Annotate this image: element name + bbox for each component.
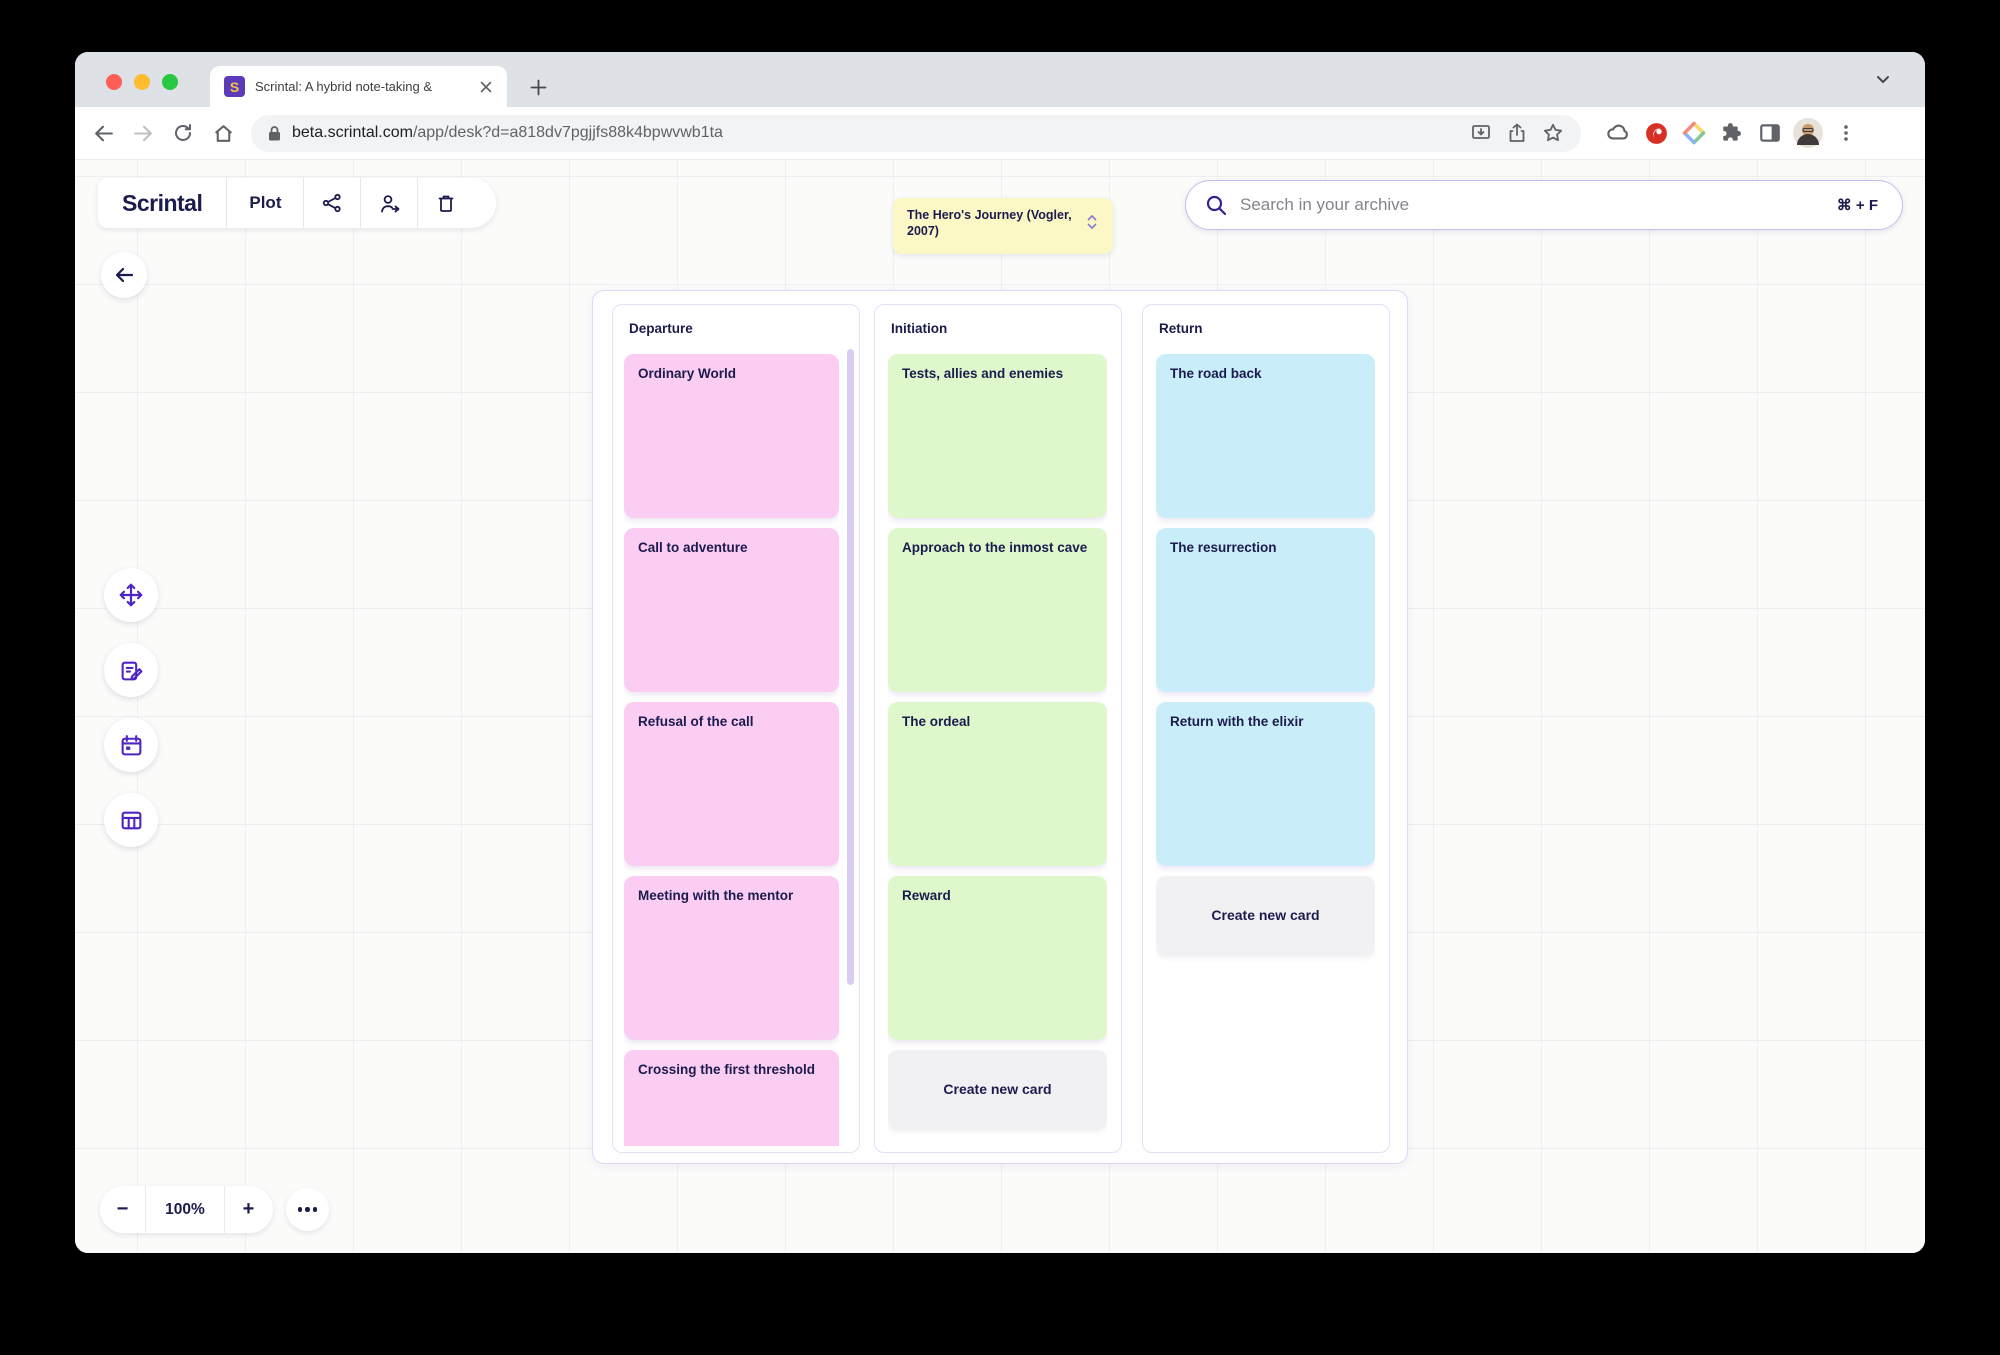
tab-search-chevron-icon[interactable] (1869, 65, 1897, 93)
scrintal-logo: Scrintal (122, 189, 203, 216)
card[interactable]: The resurrection (1156, 528, 1375, 692)
divider (417, 178, 419, 228)
create-new-card-button[interactable]: Create new card (1156, 876, 1375, 954)
divider (360, 178, 362, 228)
url-domain: beta.scrintal.com (292, 124, 413, 141)
canvas-back-button[interactable] (101, 252, 147, 298)
browser-menu-icon[interactable] (1827, 114, 1865, 152)
card[interactable]: Call to adventure (624, 528, 839, 692)
table-view-tool-button[interactable] (104, 793, 158, 847)
note-title: The Hero's Journey (Vogler, 2007) (907, 208, 1072, 239)
more-options-button[interactable] (286, 1188, 329, 1231)
traffic-light-close[interactable] (106, 74, 122, 90)
diamond-extension-icon[interactable] (1675, 114, 1713, 152)
create-new-card-button[interactable]: Create new card (888, 1050, 1107, 1128)
search-shortcut-hint: ⌘ + F (1836, 197, 1878, 214)
column-title: Return (1159, 321, 1203, 336)
card[interactable]: Ordinary World (624, 354, 839, 518)
dot (297, 1207, 303, 1212)
card[interactable]: Return with the elixir (1156, 702, 1375, 866)
tab-title: Scrintal: A hybrid note-taking & (255, 79, 433, 94)
trash-icon[interactable] (418, 178, 474, 228)
scrintal-favicon: S (224, 76, 245, 97)
browser-tab[interactable]: S Scrintal: A hybrid note-taking & (210, 66, 507, 107)
browser-toolbar: beta.scrintal.com/app/desk?d=a818dv7pgjj… (75, 107, 1925, 160)
forward-icon[interactable] (123, 113, 163, 153)
back-icon[interactable] (83, 113, 123, 153)
dot (305, 1207, 310, 1212)
invite-user-icon[interactable] (361, 178, 417, 228)
tab-strip: S Scrintal: A hybrid note-taking & (75, 52, 1925, 107)
search-input[interactable] (1240, 195, 1837, 215)
zoom-in-button[interactable]: + (242, 1198, 255, 1220)
column-title: Initiation (891, 321, 948, 336)
column-title: Departure (629, 321, 693, 336)
search-icon (1204, 193, 1228, 217)
new-note-tool-button[interactable] (104, 643, 158, 697)
card[interactable]: The road back (1156, 354, 1375, 518)
card[interactable]: Approach to the inmost cave (888, 528, 1107, 692)
archive-search-bar[interactable]: ⌘ + F (1185, 180, 1903, 230)
card[interactable]: Refusal of the call (624, 702, 839, 866)
browser-window: S Scrintal: A hybrid note-taking & (75, 52, 1925, 1253)
traffic-light-minimize[interactable] (134, 74, 150, 90)
tab-close-icon[interactable] (475, 76, 497, 98)
divider (303, 178, 305, 228)
column-scrollbar[interactable] (847, 349, 854, 985)
install-app-icon[interactable] (1463, 116, 1499, 150)
new-tab-button[interactable] (523, 72, 553, 102)
side-panel-icon[interactable] (1751, 114, 1789, 152)
url-bar[interactable]: beta.scrintal.com/app/desk?d=a818dv7pgjj… (251, 114, 1581, 152)
cloud-extension-icon[interactable] (1599, 114, 1637, 152)
expand-collapse-icon[interactable] (1085, 213, 1105, 231)
card[interactable]: The ordeal (888, 702, 1107, 866)
card[interactable]: Tests, allies and enemies (888, 354, 1107, 518)
app-toolbar: Scrintal Plot (98, 178, 496, 228)
calendar-tool-button[interactable] (104, 718, 158, 772)
dot (312, 1207, 318, 1212)
card[interactable]: Meeting with the mentor (624, 876, 839, 1040)
divider (226, 178, 228, 228)
zoom-level: 100% (145, 1186, 225, 1233)
scrintal-canvas: Scrintal Plot The Hero's Journey (Vogler… (75, 160, 1925, 1253)
zoom-out-button[interactable]: − (116, 1198, 129, 1220)
traffic-light-zoom[interactable] (162, 74, 178, 90)
card[interactable]: Reward (888, 876, 1107, 1040)
url-text: beta.scrintal.com/app/desk?d=a818dv7pgjj… (292, 124, 1463, 142)
extensions-puzzle-icon[interactable] (1713, 114, 1751, 152)
zoom-controls: − 100% + (100, 1186, 273, 1233)
profile-avatar[interactable] (1789, 114, 1827, 152)
red-extension-icon[interactable] (1637, 114, 1675, 152)
lock-icon[interactable] (267, 125, 282, 142)
card[interactable]: Crossing the first threshold (624, 1050, 839, 1146)
share-board-icon[interactable] (304, 178, 360, 228)
share-page-icon[interactable] (1499, 116, 1535, 150)
reload-icon[interactable] (163, 113, 203, 153)
plot-button[interactable]: Plot (249, 193, 282, 212)
url-path: /app/desk?d=a818dv7pgjjfs88k4bpwvwb1ta (412, 124, 723, 141)
bookmark-star-icon[interactable] (1535, 116, 1571, 150)
home-icon[interactable] (203, 113, 243, 153)
move-tool-button[interactable] (104, 568, 158, 622)
collapsed-note-hero-journey[interactable]: The Hero's Journey (Vogler, 2007) (893, 198, 1113, 254)
